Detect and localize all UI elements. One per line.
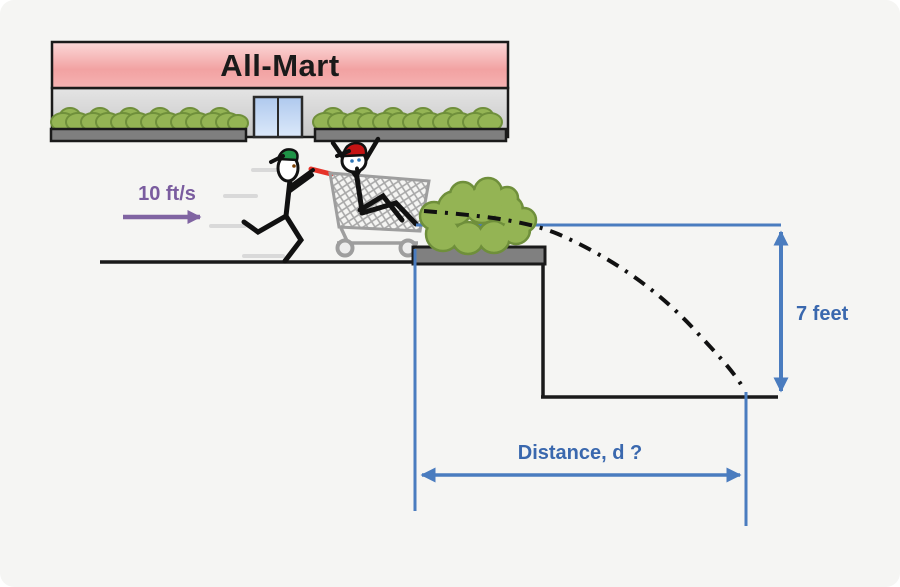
- cart-basket: [328, 171, 431, 233]
- store-door: [252, 95, 304, 139]
- height-label: 7 feet: [796, 303, 849, 325]
- runner-figure-icon: [241, 148, 315, 264]
- left-planter: [49, 127, 248, 143]
- cart-wheel-icon: [335, 238, 355, 258]
- distance-dimension: Distance, d ?: [413, 249, 748, 526]
- distance-label: Distance, d ?: [518, 442, 642, 464]
- store-sign-text: All-Mart: [220, 48, 339, 83]
- bush-icon: [418, 176, 538, 256]
- height-dimension: 7 feet: [773, 230, 849, 393]
- rider-figure-icon: [330, 136, 419, 227]
- store-building: All-Mart: [49, 40, 510, 143]
- right-planter: [313, 127, 508, 143]
- cart-icon: [308, 166, 431, 258]
- trajectory-path: [423, 209, 747, 392]
- speed-lines: [209, 168, 289, 258]
- store-sign-banner: [50, 40, 510, 90]
- right-hedge: [312, 107, 503, 132]
- speed-label: 10 ft/s: [138, 183, 196, 205]
